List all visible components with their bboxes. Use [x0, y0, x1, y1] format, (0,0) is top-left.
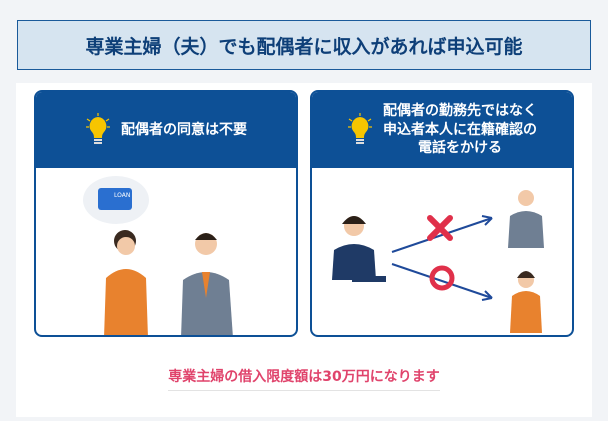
consent-illustration: LOAN — [83, 176, 233, 335]
heading-line: 申込者本人に在籍確認の — [383, 121, 537, 138]
circle-ok-icon — [429, 265, 455, 291]
heading-line: 配偶者の勤務先ではなく — [383, 102, 537, 119]
lightbulb-icon — [86, 113, 110, 144]
card-header: 配偶者の同意は不要 — [36, 92, 296, 168]
limit-note-text: 専業主婦の借入限度額は30万円になります — [168, 366, 440, 391]
page-title: 専業主婦（夫）でも配偶者に収入があれば申込可能 — [17, 20, 591, 70]
content-panel: 配偶者の同意は不要 LOAN 配偶者の勤務先ではなく 申込者本人に在籍確認の 電… — [16, 83, 592, 417]
limit-note: 専業主婦の借入限度額は30万円になります — [16, 366, 592, 391]
card-heading: 配偶者の同意は不要 — [121, 121, 247, 138]
phone-call-illustration — [332, 190, 544, 333]
arrow-to-spouse — [391, 217, 493, 253]
card-employment-check: 配偶者の勤務先ではなく 申込者本人に在籍確認の 電話をかける — [310, 90, 574, 337]
cross-icon — [427, 215, 453, 241]
arrow-to-applicant — [391, 263, 493, 299]
card-label: LOAN — [114, 192, 130, 199]
heading-line: 電話をかける — [418, 140, 502, 157]
card-header: 配偶者の勤務先ではなく 申込者本人に在籍確認の 電話をかける — [312, 92, 572, 168]
credit-card-icon — [98, 188, 132, 210]
card-no-consent: 配偶者の同意は不要 LOAN — [34, 90, 298, 337]
lightbulb-icon — [348, 113, 372, 144]
card-heading: 配偶者の勤務先ではなく 申込者本人に在籍確認の 電話をかける — [383, 102, 537, 159]
